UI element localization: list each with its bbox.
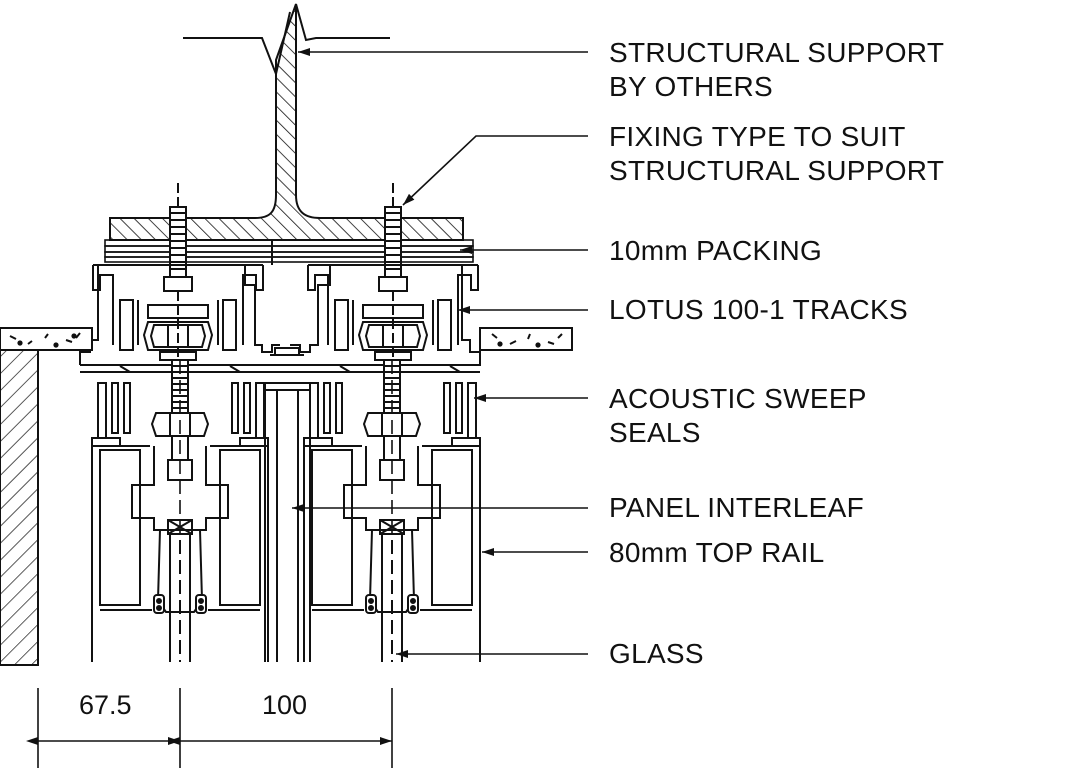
panel-interleaf bbox=[264, 382, 311, 662]
dimension-67-5: 67.5 bbox=[79, 690, 132, 720]
callout-lotus-tracks: LOTUS 100-1 TRACKS bbox=[609, 294, 908, 325]
callout-structural-support: STRUCTURAL SUPPORT BY OTHERS bbox=[609, 37, 945, 102]
callout-acoustic-seals: ACOUSTIC SWEEP SEALS bbox=[609, 383, 867, 448]
lotus-track-body bbox=[79, 239, 481, 373]
callout-top-rail: 80mm TOP RAIL bbox=[609, 537, 825, 568]
packing bbox=[104, 239, 474, 263]
callout-glass: GLASS bbox=[609, 638, 704, 669]
wall bbox=[0, 349, 39, 666]
dimension-100: 100 bbox=[262, 690, 308, 720]
structural-support-steel bbox=[109, 3, 464, 241]
callout-panel-interleaf: PANEL INTERLEAF bbox=[609, 492, 865, 523]
leader-lines bbox=[292, 48, 588, 658]
callout-fixing-type: FIXING TYPE TO SUIT STRUCTURAL SUPPORT bbox=[609, 121, 945, 186]
callout-packing: 10mm PACKING bbox=[609, 235, 823, 266]
centre-lines bbox=[179, 360, 393, 662]
dimension-lines bbox=[26, 688, 393, 768]
ceiling-left bbox=[0, 327, 93, 351]
ceiling-right bbox=[479, 327, 573, 351]
